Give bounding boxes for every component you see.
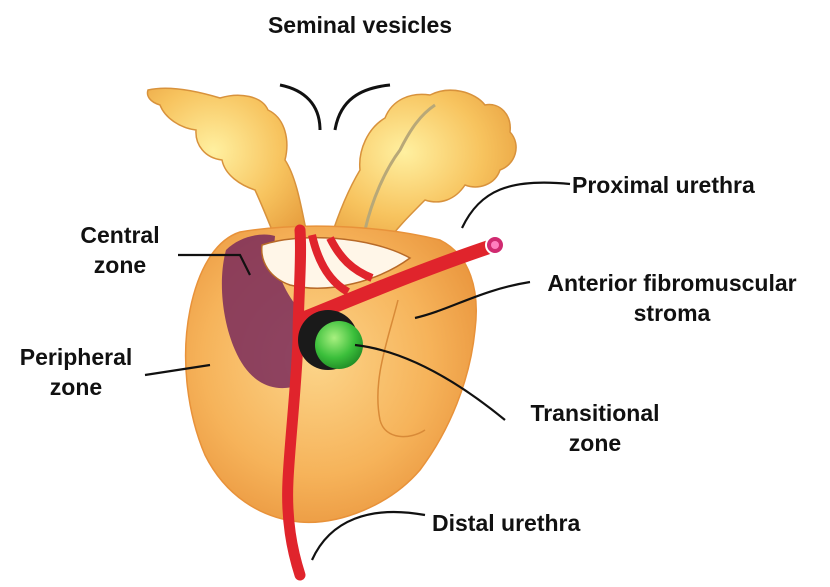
peripheral-zone-label: Peripheral zone [6, 342, 146, 402]
central-zone-label: Central zone [60, 220, 180, 280]
central-zone-label-line2: zone [60, 250, 180, 280]
proximal-urethra-label: Proximal urethra [572, 170, 755, 200]
anterior-fibromuscular-stroma-label: Anterior fibromuscular stroma [522, 268, 822, 328]
transitional-zone-label-line2: zone [510, 428, 680, 458]
distal-urethra-label: Distal urethra [432, 508, 580, 538]
transitional-zone-label: Transitional zone [510, 398, 680, 458]
seminal-vesicles-label: Seminal vesicles [250, 10, 470, 40]
central-zone-label-line1: Central [60, 220, 180, 250]
anterior-stroma-label-line2: stroma [522, 298, 822, 328]
peripheral-zone-label-line1: Peripheral [6, 342, 146, 372]
transitional-zone-label-line1: Transitional [510, 398, 680, 428]
anterior-stroma-label-line1: Anterior fibromuscular [522, 268, 822, 298]
peripheral-zone-label-line2: zone [6, 372, 146, 402]
